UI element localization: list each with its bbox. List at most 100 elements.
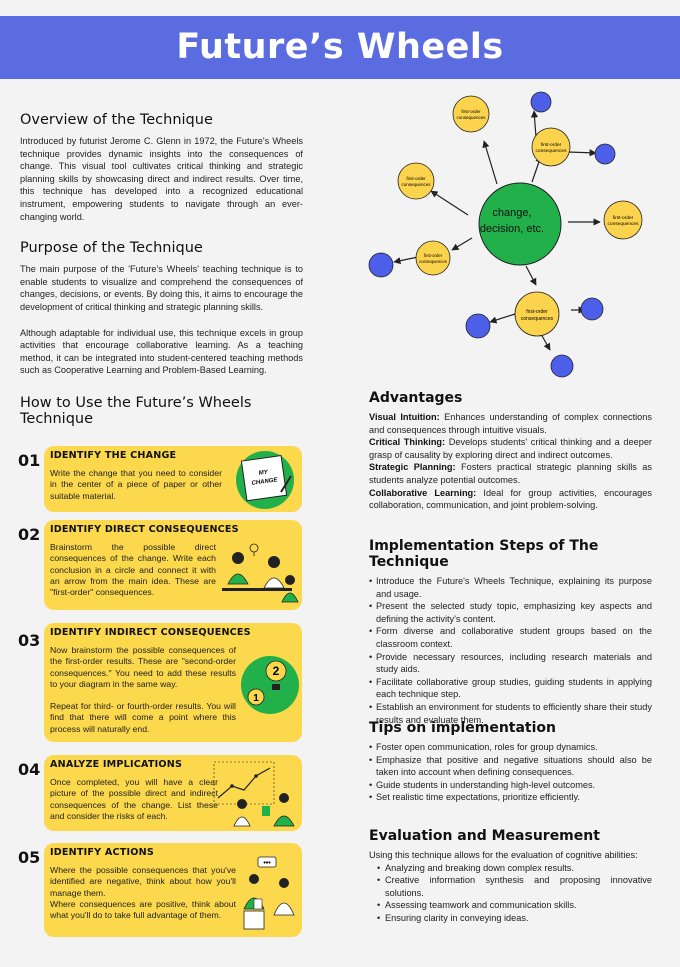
- advantage-item: Strategic Planning: Fosters practical st…: [369, 461, 652, 486]
- advantage-text: Ideal for group activities, encourages c…: [369, 487, 652, 511]
- change-paper-illustration: MY CHANGE: [236, 451, 294, 509]
- step-card: IDENTIFY DIRECT CONSEQUENCES Brainstorm …: [44, 520, 302, 610]
- list-item: Form diverse and collaborative student g…: [369, 625, 652, 650]
- step-title: ANALYZE IMPLICATIONS: [50, 759, 183, 770]
- step-text-2: Repeat for third- or fourth-order result…: [50, 701, 236, 734]
- lightbulb-illustration: 2 1: [241, 656, 299, 714]
- second-order-node: [465, 313, 491, 339]
- advantage-label: Strategic Planning:: [369, 462, 456, 473]
- list-item: Creative information synthesis and propo…: [369, 874, 652, 899]
- second-order-node: [594, 143, 616, 165]
- advantages-heading: Advantages: [369, 390, 463, 406]
- center-node: [478, 182, 562, 266]
- step-title: IDENTIFY INDIRECT CONSEQUENCES: [50, 627, 251, 638]
- step-card: IDENTIFY INDIRECT CONSEQUENCES Now brain…: [44, 623, 302, 742]
- overview-heading: Overview of the Technique: [20, 112, 213, 128]
- node-label: first-order: [406, 176, 426, 181]
- list-item: Introduce the Future's Wheels Technique,…: [369, 575, 652, 600]
- diagram-nodes: change, decision, etc. first-order conse…: [368, 91, 643, 378]
- purpose-heading: Purpose of the Technique: [20, 240, 203, 257]
- step-card: ANALYZE IMPLICATIONS Once completed, you…: [44, 755, 302, 831]
- step-text: Brainstorm the possible direct consequen…: [50, 542, 216, 598]
- list-item: Establish an environment for students to…: [369, 701, 652, 726]
- list-item: Present the selected study topic, emphas…: [369, 600, 652, 625]
- paper-text-change: CHANGE: [251, 477, 279, 487]
- paper-text-my: MY: [258, 469, 269, 476]
- center-text-line2: decision, etc.: [480, 223, 544, 235]
- tips-section: Tips on implementation Foster open commu…: [369, 720, 652, 804]
- node-label: consequences: [608, 222, 640, 227]
- advantage-item: Visual Intuition: Enhances understanding…: [369, 411, 652, 436]
- list-item: Assessing teamwork and communication ski…: [369, 899, 652, 912]
- list-item: Analyzing and breaking down complex resu…: [369, 862, 652, 875]
- evaluation-intro: Using this technique allows for the eval…: [369, 850, 638, 860]
- advantage-label: Visual Intuition:: [369, 412, 440, 422]
- list-item: Guide students in understanding high-lev…: [369, 779, 652, 792]
- people-brainstorm-illustration: [222, 543, 299, 603]
- step-number: 03: [18, 631, 41, 650]
- second-order-node: [580, 297, 604, 321]
- node-label: consequences: [456, 115, 486, 120]
- implementation-heading: Implementation Steps of The Technique: [369, 538, 599, 570]
- node-label: first-order: [613, 215, 634, 221]
- list-item: Emphasize that positive and negative sit…: [369, 754, 652, 779]
- evaluation-list: Analyzing and breaking down complex resu…: [369, 862, 652, 925]
- first-order-node: first-order consequences: [415, 240, 451, 276]
- evaluation-section: Evaluation and Measurement Using this te…: [369, 828, 652, 925]
- node-label: first-order: [461, 109, 481, 114]
- first-order-node: first-order consequences: [452, 95, 490, 133]
- advantage-label: Collaborative Learning:: [369, 487, 477, 498]
- purpose-text-2: Although adaptable for individual use, t…: [20, 327, 303, 376]
- step-title: IDENTIFY THE CHANGE: [50, 450, 177, 461]
- node-label: first-order: [541, 142, 562, 148]
- overview-text: Introduced by futurist Jerome C. Glenn i…: [20, 136, 303, 222]
- step-number: 05: [18, 848, 41, 867]
- second-order-node: [530, 91, 552, 113]
- list-item: Set realistic time expectations, priorit…: [369, 791, 652, 804]
- step-text-2: Where consequences are positive, think a…: [50, 899, 236, 921]
- first-order-node: first-order consequences: [531, 127, 571, 167]
- step-text: Write the change that you need to consid…: [50, 468, 222, 501]
- step-title: IDENTIFY ACTIONS: [50, 847, 154, 858]
- list-item: Facilitate collaborative group studies, …: [369, 676, 652, 701]
- node-label: consequences: [536, 149, 568, 154]
- advantage-text: Develops students' critical thinking and…: [369, 437, 652, 460]
- second-order-node: [368, 252, 394, 278]
- node-label: first-order: [424, 253, 443, 258]
- tips-list: Foster open communication, roles for gro…: [369, 741, 652, 804]
- left-column: Overview of the Technique Introduced by …: [20, 112, 303, 427]
- futures-wheel-diagram: change, decision, etc. first-order conse…: [368, 91, 643, 378]
- howto-heading: How to Use the Future’s Wheels Technique: [20, 394, 252, 427]
- step-number: 04: [18, 760, 41, 779]
- analyze-chart-illustration: [213, 761, 295, 827]
- center-text-line1: change,: [492, 207, 531, 219]
- first-order-node: first-order consequences: [397, 162, 435, 200]
- node-label: consequences: [401, 182, 431, 187]
- badge-one: 1: [253, 693, 259, 704]
- node-label: consequences: [419, 259, 447, 264]
- step-text: Where the possible consequences that you…: [50, 865, 236, 898]
- advantages-section: Advantages Visual Intuition: Enhances un…: [369, 390, 652, 512]
- list-item: Foster open communication, roles for gro…: [369, 741, 652, 754]
- advantage-text: Fosters practical strategic planning ski…: [369, 462, 652, 485]
- step-card: IDENTIFY THE CHANGE Write the change tha…: [44, 446, 302, 512]
- first-order-node: first-order consequences: [514, 291, 560, 337]
- purpose-text-1: The main purpose of the 'Future's Wheels…: [20, 264, 303, 312]
- node-label: consequences: [521, 316, 554, 322]
- step-number: 02: [18, 525, 41, 544]
- implementation-section: Implementation Steps of The Technique In…: [369, 538, 652, 726]
- advantage-item: Critical Thinking: Develops students' cr…: [369, 436, 652, 461]
- people-discussion-illustration: •••: [243, 856, 295, 930]
- step-text: Once completed, you will have a clear pi…: [50, 777, 218, 821]
- title-banner: Future’s Wheels: [0, 16, 680, 79]
- advantage-text: Enhances understanding of complex connec…: [369, 412, 652, 435]
- tips-heading: Tips on implementation: [369, 720, 557, 736]
- implementation-list: Introduce the Future's Wheels Technique,…: [369, 575, 652, 726]
- second-order-node: [550, 354, 574, 378]
- speech-bubble-dots: •••: [263, 860, 271, 867]
- step-number: 01: [18, 451, 41, 470]
- advantage-item: Collaborative Learning: Ideal for group …: [369, 487, 652, 512]
- page-title: Future’s Wheels: [176, 27, 504, 67]
- list-item: Ensuring clarity in conveying ideas.: [369, 912, 652, 925]
- step-title: IDENTIFY DIRECT CONSEQUENCES: [50, 524, 239, 535]
